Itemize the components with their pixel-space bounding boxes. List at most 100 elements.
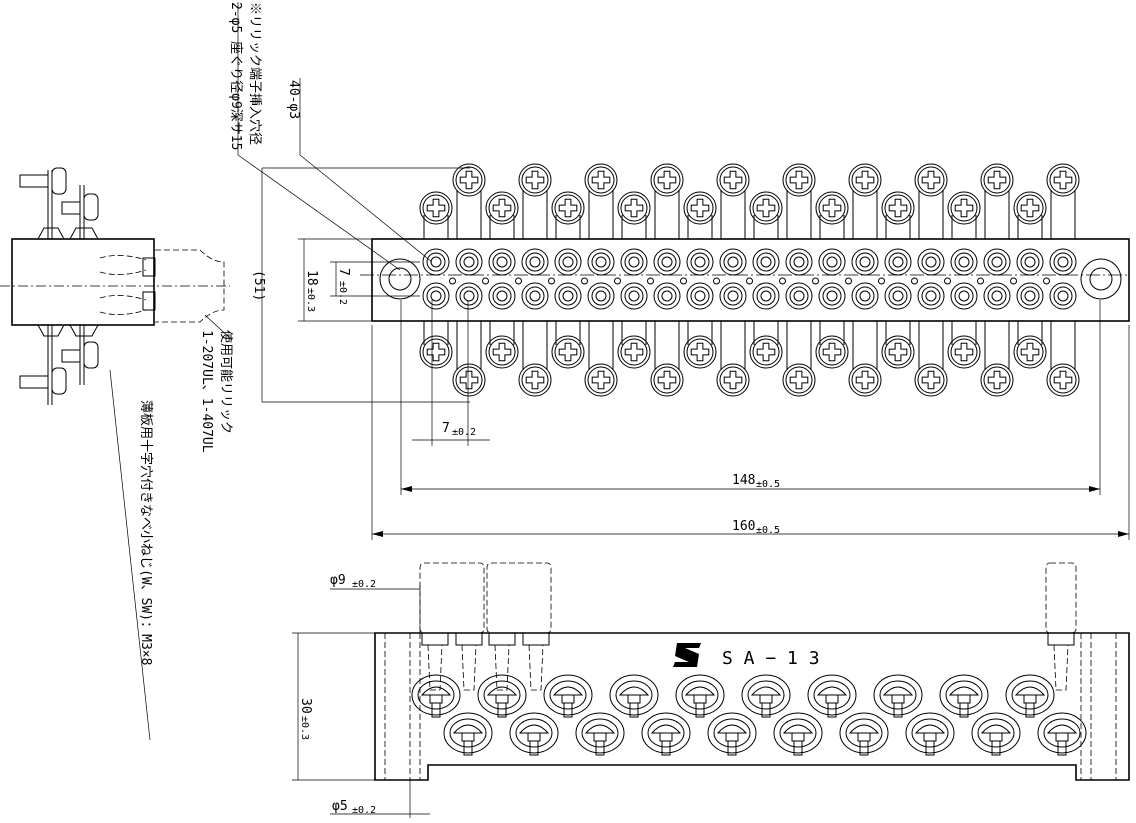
cross-screw-icon [881,335,915,369]
screw-tab [456,321,482,370]
pin-hole [647,277,654,285]
screw-spec-label: 薄板用十字穴付きなべ小ねじ(W、SW)：M3×8 [138,400,153,665]
pin-hole [614,277,621,285]
terminal-hole [686,248,714,276]
terminal-hole [587,282,615,310]
terminal-hole [719,248,747,276]
cross-screw-icon [683,191,717,225]
screw-tab [489,215,515,239]
terminal-hole [719,282,747,310]
terminal-hole [1049,248,1077,276]
screw-tab [918,190,944,239]
screw-tab [918,321,944,370]
terminal-hole [1049,282,1077,310]
pin-hole [515,277,522,285]
front-terminal [905,712,955,756]
front-terminal [773,712,823,756]
cross-screw-icon [716,163,750,197]
length-tol: ±0.5 [756,525,780,536]
cross-screw-icon [1013,191,1047,225]
terminal-hole [752,282,780,310]
terminal-hole [587,248,615,276]
cross-screw-icon [914,363,948,397]
front-dimensions: 30 ±0.3 φ9 ±0.2 φ5 ±0.2 [292,573,430,818]
front-terminal [741,674,791,718]
screw-array [419,163,1080,397]
overall-height-dim: (51) [251,270,266,301]
screw-tab [984,321,1010,370]
mount-tol: ±0.2 [352,805,376,816]
screw-tab [456,190,482,239]
cross-screw-icon [815,191,849,225]
screw-tab [720,190,746,239]
usable-lilic-label: 使用可能リリック [218,330,234,434]
screw-tab [588,190,614,239]
pin-hole [1010,277,1017,285]
mount-dim: φ5 [332,799,348,814]
terminal-hole [653,282,681,310]
pin-hole [680,277,687,285]
front-terminal [707,712,757,756]
front-terminal [543,674,593,718]
cross-screw-icon [650,363,684,397]
pin-hole [845,277,852,285]
terminal-hole [950,282,978,310]
cross-screw-icon [452,363,486,397]
cross-screw-icon [1013,335,1047,369]
top-view [360,163,1130,397]
screw-tab [786,321,812,370]
front-terminal [807,674,857,718]
screw-tab [522,190,548,239]
terminal-hole [752,248,780,276]
screw-tab [621,215,647,239]
cross-screw-icon [947,335,981,369]
terminal-hole [521,248,549,276]
terminal-hole [554,248,582,276]
front-terminal [1037,712,1087,756]
counterbore-tol: ±0.2 [352,579,376,590]
screw-tab [819,321,845,345]
pin-hole [746,277,753,285]
screw-tab [852,190,878,239]
screw-tab [753,215,779,239]
screw-tab [1050,321,1076,370]
side-view [0,167,233,741]
terminal-hole [851,282,879,310]
terminal-hole [554,282,582,310]
terminal-hole [455,248,483,276]
terminal-hole [785,282,813,310]
cross-screw-icon [485,191,519,225]
top-notes: 2-φ5 座ぐり径φ9深サ15 ※リリック端子挿入穴径 40-φ3 [228,2,433,271]
pin-hole [713,277,720,285]
pin-hole [548,277,555,285]
terminal-hole [488,248,516,276]
screw-tab [720,321,746,370]
cross-screw-icon [551,335,585,369]
terminal-hole [851,248,879,276]
cross-screw-icon [584,363,618,397]
front-terminal [675,674,725,718]
counterbore-dim: φ9 [330,573,346,588]
screw-tab [555,215,581,239]
cross-screw-icon [848,363,882,397]
screw-tab [522,321,548,370]
cross-screw-icon [980,163,1014,197]
row-pitch-tol: ±0.2 [337,281,348,305]
cross-screw-icon [947,191,981,225]
cross-screw-icon [914,163,948,197]
depth-tol: ±0.3 [299,716,310,740]
mount-hole-right [1080,258,1122,300]
cross-screw-icon [518,363,552,397]
top-dimensions: (51) 18 ±0.3 7 ±0.2 7 ±0.2 148 ±0.5 160 … [251,167,1130,540]
cross-screw-icon [617,191,651,225]
terminal-hole [521,282,549,310]
terminal-hole [686,282,714,310]
screw-tab [687,215,713,239]
col-pitch-tol: ±0.2 [452,427,476,438]
terminal-hole [917,248,945,276]
cross-screw-icon [419,191,453,225]
front-terminal [575,712,625,756]
cross-screw-icon [782,363,816,397]
cross-screw-icon [518,163,552,197]
